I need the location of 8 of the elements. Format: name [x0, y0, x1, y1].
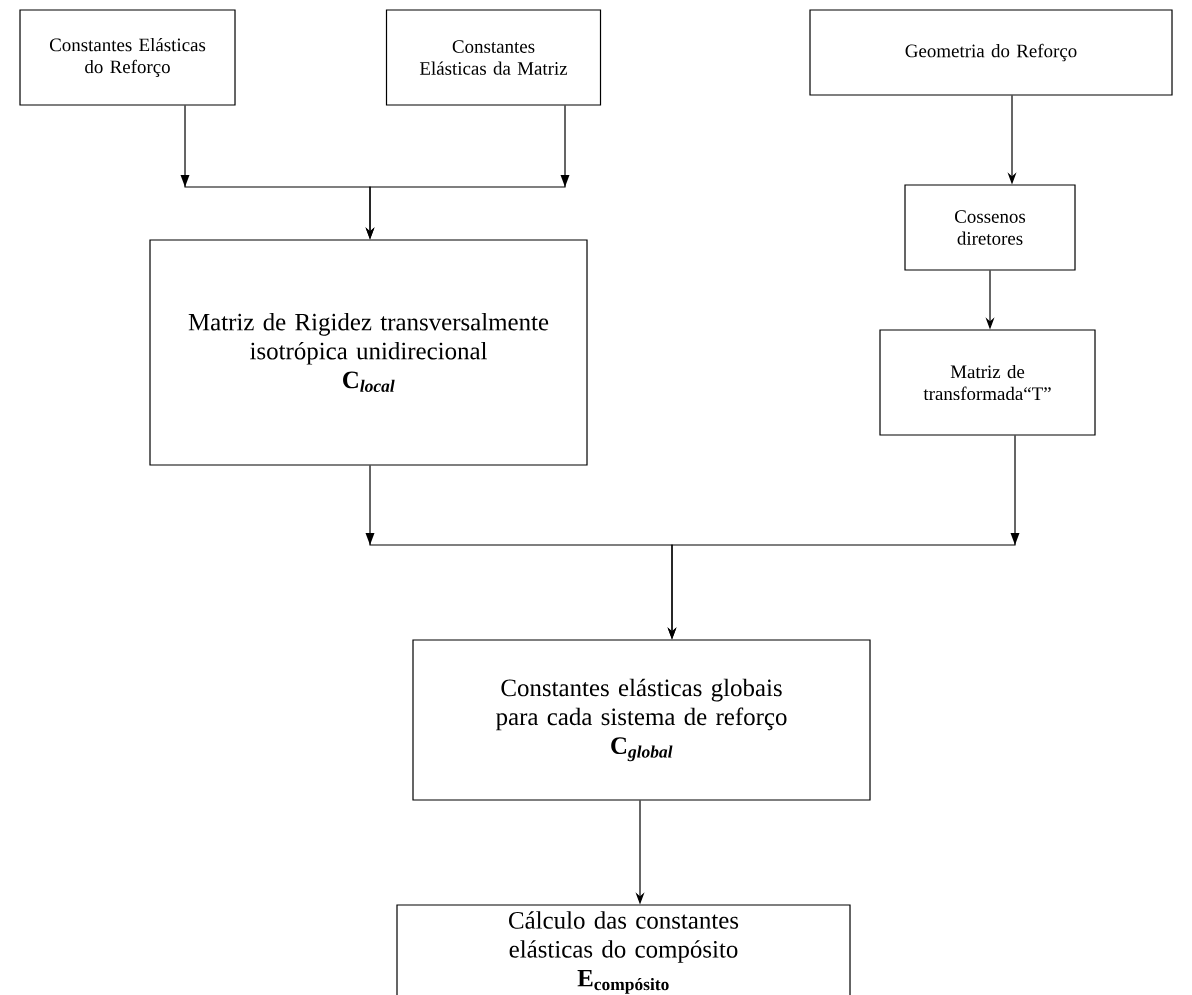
process-box: Matriz de transformada“T” — [879, 329, 1096, 436]
process-box: Constantes elásticas globais para cada sistema de reforço $\textbf{C}_{\textbf{\textit{global}}}$ — [412, 639, 871, 801]
process-box: Geometria do Reforço — [809, 9, 1173, 96]
process-box: Matriz de Rigidez transversalmente isotrópica unidirecional $\textbf{C}_{\textbf{\textit{local}}}$ — [149, 239, 588, 466]
process-box: Cossenos diretores — [904, 184, 1076, 271]
process-box: Cálculo das constantes elásticas do compósito $\textbf{E}_{\textbf{compósito}}$ — [396, 904, 851, 995]
process-box: Constantes Elásticas do Reforço — [19, 9, 236, 106]
process-box: Constantes Elásticas da Matriz — [385, 9, 602, 106]
